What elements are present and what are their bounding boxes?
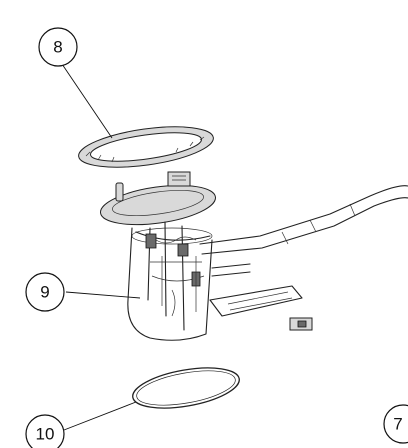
callout-7: 7 [383, 404, 408, 444]
callout-8-label: 8 [53, 38, 62, 57]
callout-9: 9 [25, 272, 65, 312]
leader-line-8 [61, 63, 113, 139]
part-8-lock-ring [78, 126, 214, 168]
part-9-fuel-pump-module [100, 171, 408, 341]
callout-7-label: 7 [393, 415, 402, 434]
leader-line-9 [65, 291, 141, 299]
leader-line-10 [63, 401, 137, 431]
callout-8: 8 [38, 27, 78, 67]
callout-10-label: 10 [36, 425, 55, 444]
callout-10: 10 [25, 414, 65, 448]
callout-9-label: 9 [40, 283, 49, 302]
part-10-o-ring [132, 367, 240, 409]
